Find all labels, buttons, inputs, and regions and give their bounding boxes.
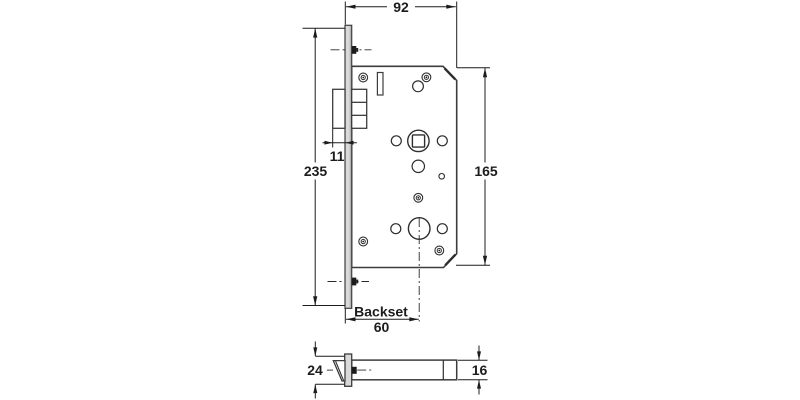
latch-bolt-head [332,88,346,129]
hole-follower-right [436,135,448,147]
lock-case-body [350,65,458,269]
dim-faceplate-width: 24 [307,341,345,399]
dim-label-11: 11 [330,148,345,164]
dim-latch-projection: 11 [322,128,357,164]
top-chamfer-edge [443,67,457,81]
dim-case-height: 165 [456,67,504,266]
hole-follower-left [390,135,402,147]
follower-circle [406,129,430,153]
dim-label-235: 235 [304,163,328,179]
case-edge-body [350,359,458,381]
hole-small [438,172,446,180]
dim-faceplate-height: 235 [293,27,345,306]
latch-bevel-inner-edge [335,360,345,381]
dim-overall-width: 92 [344,0,458,68]
dim-backset: Backset 60 [344,303,419,335]
rivet-icon [358,72,369,83]
rivet-icon [358,236,369,247]
bottom-view: 24 16 [307,341,488,399]
hole-top-round [412,80,425,93]
dim-case-depth: 16 [458,345,488,395]
rivet-icons [358,72,445,256]
dim-label-24: 24 [307,362,323,378]
dim-label-165: 165 [474,163,498,179]
latch-shaft [351,366,357,374]
screw-tab-top [351,46,359,54]
dim-label-backset: Backset [354,303,408,319]
dim-label-16: 16 [472,362,488,378]
screw-tab-bottom [351,277,359,286]
dimensions: 92 235 11 165 [293,0,504,335]
faceplate-edge [344,353,353,387]
rivet-icon [421,72,432,83]
hole-mid-round [411,159,426,174]
dim-label-60: 60 [374,319,390,335]
strike-slot [376,71,384,96]
hole-cylinder-right [436,223,448,235]
front-view [327,24,458,309]
bottom-chamfer-edge [444,253,457,267]
faceplate [344,24,353,309]
latch-bolt-guide [351,88,368,129]
rivet-icon [413,192,424,203]
dim-label-92: 92 [393,0,409,15]
rivet-icon [434,245,445,256]
follower-square [411,134,426,148]
hole-cylinder-left [390,223,402,235]
